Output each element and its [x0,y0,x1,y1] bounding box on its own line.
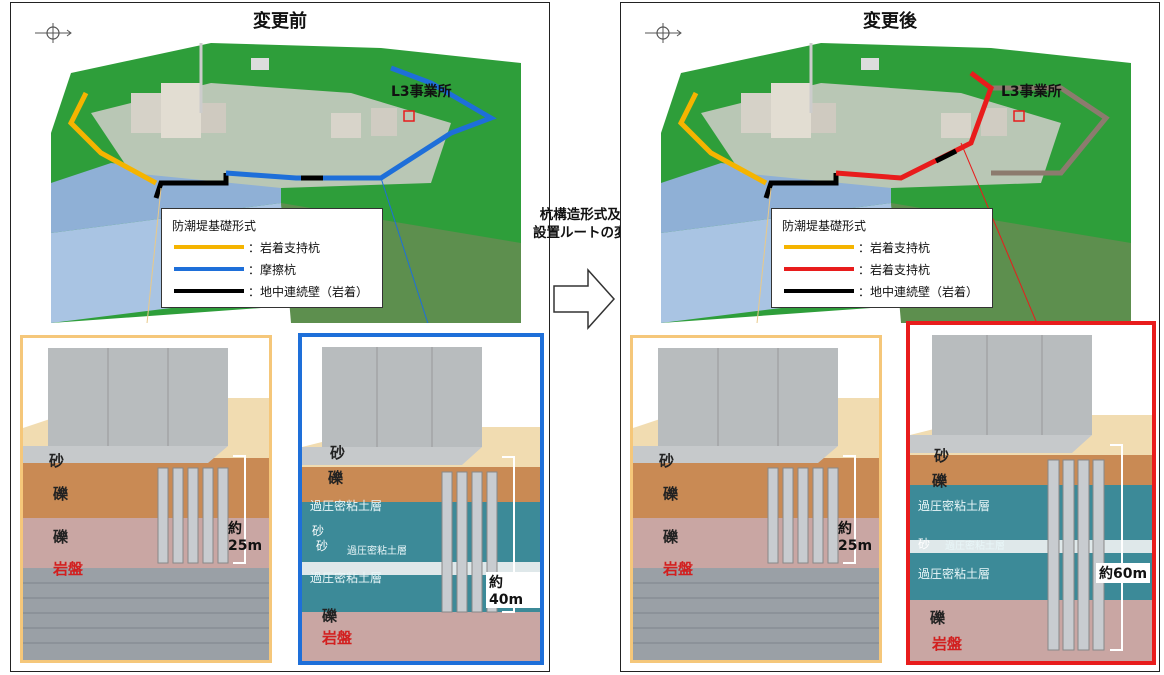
panel-after: 変更後 L3事業所 防潮堤基礎形式 ： [620,2,1160,672]
depth-label: 約40m [486,572,540,608]
legend-swatch [784,267,854,271]
legend-label: ：地中連続壁（岩着） [248,284,369,299]
site-label-l3: L3事業所 [1001,84,1062,100]
layer-label-bedrock: 岩盤 [322,629,353,647]
legend-swatch [174,267,244,271]
legend-item: ：岩着支持杭 [784,261,930,277]
layer-label-sand: 砂 [659,452,675,470]
layer-label-bedrock: 岩盤 [53,560,84,578]
right-arrow-icon [553,268,616,330]
layer-label-bedrock: 岩盤 [663,560,694,578]
layer-label-sand: 砂 [934,447,950,465]
change-caption: 杭構造形式及び 設置ルートの変更 [522,206,652,242]
layer-label-sand-thin: 砂 [316,539,329,553]
layer-label-gravel: 礫 [328,469,344,487]
legend-item: ：地中連続壁（岩着） [784,283,978,299]
panel-title-after: 変更後 [863,11,917,32]
layer-label-sand-thin: 砂 [918,537,931,551]
compass-icon [645,23,682,43]
layer-label-gravel: 礫 [53,485,69,503]
layer-label-sand: 砂 [49,452,65,470]
depth-label: 約25m [228,521,263,554]
layer-label-sand: 砂 [330,444,346,462]
inset-cross-section-right: 砂 礫 過圧密粘土層 砂 過圧密粘土層 過圧密粘土層 礫 岩盤 約60m [906,321,1156,665]
legend-label: ：岩着支持杭 [248,240,321,255]
legend-title: 防潮堤基礎形式 [782,219,867,233]
layer-label-clay: 過圧密粘土層 [310,571,383,585]
legend-after: 防潮堤基礎形式 ：岩着支持杭 ：岩着支持杭 ：地中連続壁（岩着） [771,208,993,308]
layer-label-bedrock: 岩盤 [932,635,963,653]
legend-item: ：摩擦杭 [174,261,296,277]
layer-label-gravel: 礫 [932,472,948,490]
layer-label-gravel: 礫 [663,528,679,546]
layer-label-gravel: 礫 [53,528,69,546]
layer-label-clay: 過圧密粘土層 [918,499,991,513]
layer-label-clay: 過圧密粘土層 [310,499,383,513]
legend-swatch [174,289,244,293]
legend-swatch [784,245,854,249]
panel-title-before: 変更前 [253,11,307,32]
inset-cross-section-left: 砂 礫 礫 岩盤 約25m [20,335,272,663]
legend-title: 防潮堤基礎形式 [172,219,257,233]
depth-label: 約25m [838,521,873,554]
layer-label-clay-thin: 過圧密粘土層 [347,546,407,557]
legend-item: ：岩着支持杭 [784,239,930,255]
legend-swatch [784,289,854,293]
layer-label-sand-thin: 砂 [312,524,325,538]
layer-label-gravel: 礫 [663,485,679,503]
layer-label-clay: 過圧密粘土層 [918,567,991,581]
legend-swatch [174,245,244,249]
legend-before: 防潮堤基礎形式 ：岩着支持杭 ：摩擦杭 ：地中連続壁（岩着） [161,208,383,308]
legend-label: ：岩着支持杭 [858,240,931,255]
legend-label: ：地中連続壁（岩着） [858,284,979,299]
panel-before: 変更前 L3事業所 防潮堤基礎形式 ：岩着支持杭 [10,2,550,672]
layer-label-gravel: 礫 [322,607,338,625]
legend-label: ：摩擦杭 [248,262,297,277]
change-caption-line: 設置ルートの変更 [533,225,641,241]
inset-cross-section-right: 砂 礫 過圧密粘土層 砂 砂 過圧密粘土層 過圧密粘土層 礫 岩盤 約40m [298,333,544,665]
inset-cross-section-left: 砂 礫 礫 岩盤 約25m [630,335,882,663]
site-label-l3: L3事業所 [391,84,452,100]
legend-label: ：岩着支持杭 [858,262,931,277]
legend-item: ：岩着支持杭 [174,239,320,255]
depth-label: 約60m [1096,563,1151,583]
layer-label-clay-thin: 過圧密粘土層 [945,541,1005,552]
layer-label-gravel: 礫 [930,609,946,627]
change-caption-line: 杭構造形式及び [539,207,635,223]
legend-item: ：地中連続壁（岩着） [174,283,368,299]
compass-icon [35,23,72,43]
